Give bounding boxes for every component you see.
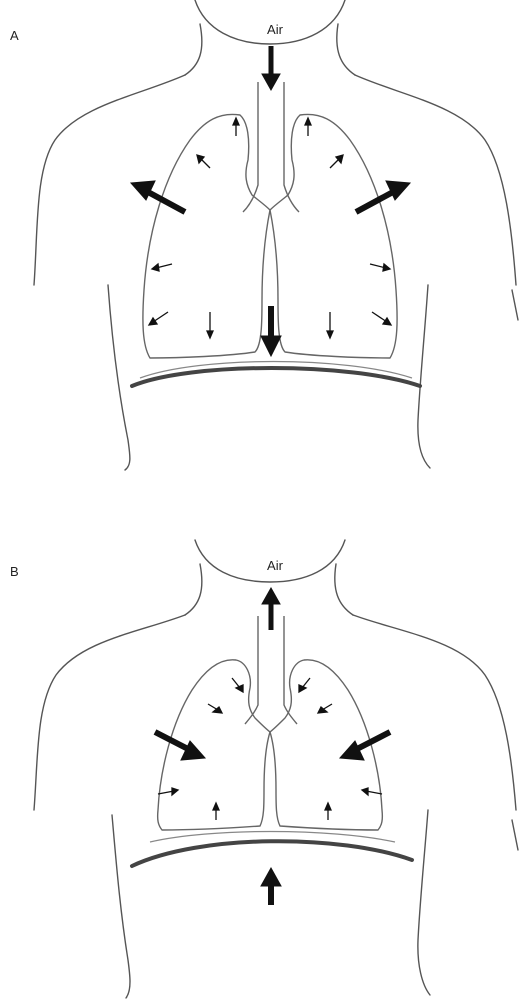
chest-out-right-arrow-icon — [356, 192, 393, 212]
diaphragm — [132, 841, 412, 866]
small-outward-arrows — [149, 118, 391, 338]
neck-right-outline — [335, 564, 353, 615]
panel-b-exhalation: B Air — [0, 520, 519, 1000]
neck-left-outline — [185, 564, 202, 615]
right-arm-outline — [512, 290, 518, 320]
panel-label: B — [10, 564, 19, 579]
diaphragm-up-arrowhead-icon — [261, 868, 281, 886]
right-shoulder-outline — [353, 615, 516, 810]
left-torso-outline — [108, 285, 130, 470]
air-label: Air — [260, 558, 290, 573]
left-shoulder-outline — [34, 75, 185, 285]
panel-a-diagram — [0, 0, 519, 480]
diaphragm — [132, 368, 420, 386]
panel-label: A — [10, 28, 19, 43]
arrows-group — [131, 46, 410, 356]
chest-out-left-arrow-icon — [148, 192, 185, 212]
diaphragm-down-arrowhead-icon — [261, 336, 281, 356]
panel-a-inhalation: A Air — [0, 0, 519, 480]
right-shoulder-outline — [355, 75, 516, 285]
air-label: Air — [260, 22, 290, 37]
right-arm-outline — [512, 820, 518, 850]
air-out-arrowhead-icon — [262, 588, 280, 604]
trachea-outline — [245, 616, 297, 724]
arrows-group — [155, 588, 390, 905]
left-lung-outline — [143, 114, 270, 358]
right-lung-outline — [270, 114, 397, 358]
right-torso-outline — [418, 810, 430, 995]
right-torso-outline — [418, 285, 430, 468]
left-shoulder-outline — [34, 615, 185, 810]
panel-b-diagram — [0, 520, 519, 1000]
neck-right-outline — [337, 24, 355, 75]
left-torso-outline — [112, 815, 130, 998]
air-in-arrowhead-icon — [262, 74, 280, 90]
neck-left-outline — [185, 24, 202, 75]
